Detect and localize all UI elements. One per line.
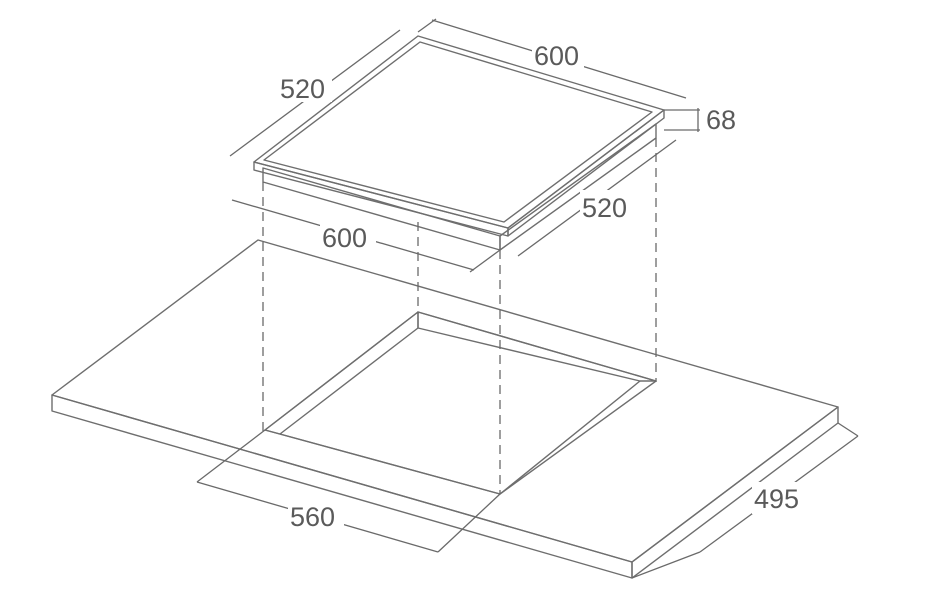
hob-front-bevel	[253, 161, 509, 237]
cutout-floor-outline	[279, 380, 641, 495]
hob-base	[262, 167, 501, 251]
countertop-surface	[51, 239, 839, 563]
dim-hob-front-width: 600	[322, 223, 367, 253]
cutout-back-wall	[417, 311, 657, 382]
dim-cutout-depth: 495	[754, 484, 799, 514]
dim-hob-height: 68	[706, 105, 736, 135]
cutout-inner-wall	[264, 311, 419, 435]
countertop-front-edge	[51, 394, 633, 579]
dim-cutout-width: 560	[290, 502, 335, 532]
hob-glass-top	[263, 41, 653, 223]
projection-lines	[262, 138, 657, 494]
hob	[253, 35, 665, 251]
dim-hob-depth: 520	[280, 74, 325, 104]
dimension-labels: 600 520 68 520 600 560 495	[278, 38, 808, 532]
hob-base-side	[499, 123, 657, 251]
dim-hob-width: 600	[534, 41, 579, 71]
dim-hob-side-depth: 520	[582, 193, 627, 223]
countertop	[51, 239, 839, 579]
hob-side-bevel	[507, 109, 665, 237]
